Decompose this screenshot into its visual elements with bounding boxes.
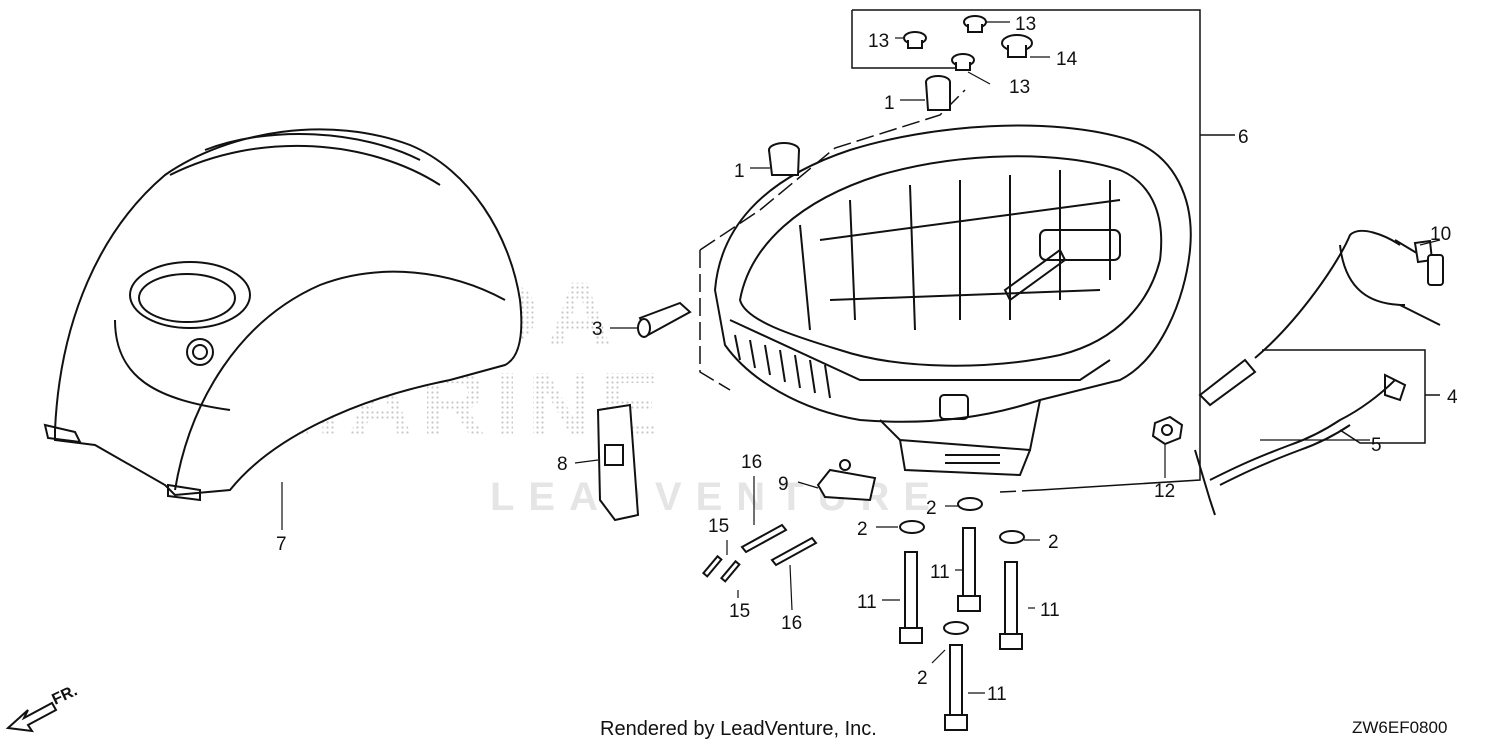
callout-13: 13 [868, 31, 889, 52]
lower-cover-part-6 [713, 124, 1192, 477]
callout-2: 2 [917, 668, 928, 689]
callout-9: 9 [778, 474, 789, 495]
grommets-part-1 [768, 75, 951, 176]
pins-part-15-16 [701, 523, 818, 583]
clip-part-8 [596, 403, 640, 522]
diagram-code: ZW6EF0800 [1352, 718, 1448, 737]
nut-part-12 [1151, 415, 1184, 446]
bolt-part-10 [1413, 239, 1444, 286]
callout-3: 3 [592, 319, 603, 340]
svg-text:LEADVENTURE: LEADVENTURE [490, 475, 944, 519]
lanyard-part-4-5 [1194, 229, 1441, 516]
callout-11: 11 [857, 592, 877, 613]
bolt-part-3 [637, 301, 692, 338]
callout-13: 13 [1009, 77, 1030, 98]
callout-2: 2 [857, 519, 868, 540]
callout-1: 1 [734, 161, 745, 182]
direction-label: FR. [50, 682, 81, 708]
engine-cover-part-7 [43, 128, 523, 502]
callout-5: 5 [1371, 435, 1382, 456]
front-direction-indicator: FR. [5, 682, 81, 733]
callout-11: 11 [930, 562, 950, 583]
washers-part-2 [899, 497, 1025, 635]
bolts-part-11 [899, 527, 1023, 731]
grommets-13-14 [903, 15, 1033, 71]
callout-12: 12 [1154, 481, 1175, 502]
callout-15: 15 [708, 516, 729, 537]
callout-1: 1 [884, 93, 895, 114]
callout-11: 11 [987, 684, 1007, 705]
callout-16: 16 [781, 613, 802, 634]
callout-14: 14 [1056, 49, 1078, 70]
leader-lines [281, 21, 1441, 694]
callout-13: 13 [1015, 14, 1036, 35]
callout-6: 6 [1238, 127, 1249, 148]
callout-8: 8 [557, 454, 568, 475]
callout-7: 7 [276, 534, 287, 555]
callout-16: 16 [741, 452, 762, 473]
callout-10: 10 [1430, 224, 1451, 245]
callout-2: 2 [926, 498, 937, 519]
part-callouts: 13 13 13 14 1 1 6 10 3 4 5 12 8 16 9 2 2… [276, 14, 1458, 705]
plate-part-9 [816, 459, 877, 502]
callout-15: 15 [729, 601, 750, 622]
credit-text: Rendered by LeadVenture, Inc. [600, 718, 877, 740]
callout-11: 11 [1040, 600, 1060, 621]
arrow-icon [5, 701, 58, 733]
assembly-box-lines [699, 9, 1440, 493]
callout-4: 4 [1447, 387, 1458, 408]
callout-2: 2 [1048, 532, 1059, 553]
